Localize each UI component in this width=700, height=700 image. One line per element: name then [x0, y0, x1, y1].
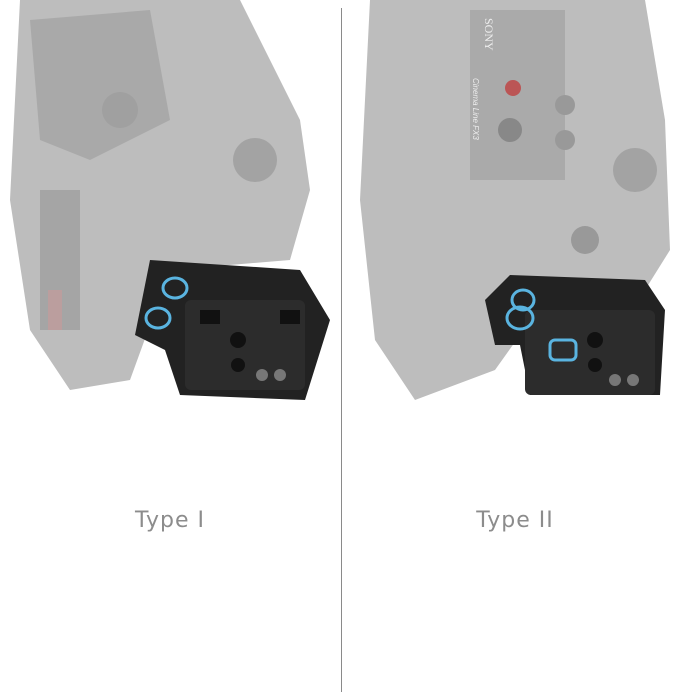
type-ii-label: Type II [476, 508, 554, 533]
type-ii-product-image: SONY Cinema Line FX3 [360, 0, 670, 400]
mounting-plate [135, 260, 330, 400]
divider [341, 8, 342, 692]
brand-logo: SONY [482, 18, 496, 51]
type-i-label: Type I [134, 508, 205, 533]
type-i-product-image [10, 0, 330, 400]
type-ii-panel: SONY Cinema Line FX3 Type II [345, 0, 685, 700]
camera-model-label: Cinema Line FX3 [471, 78, 480, 140]
type-i-panel: Type I [0, 0, 340, 700]
camera-body [360, 0, 670, 400]
mounting-plate [485, 275, 665, 395]
